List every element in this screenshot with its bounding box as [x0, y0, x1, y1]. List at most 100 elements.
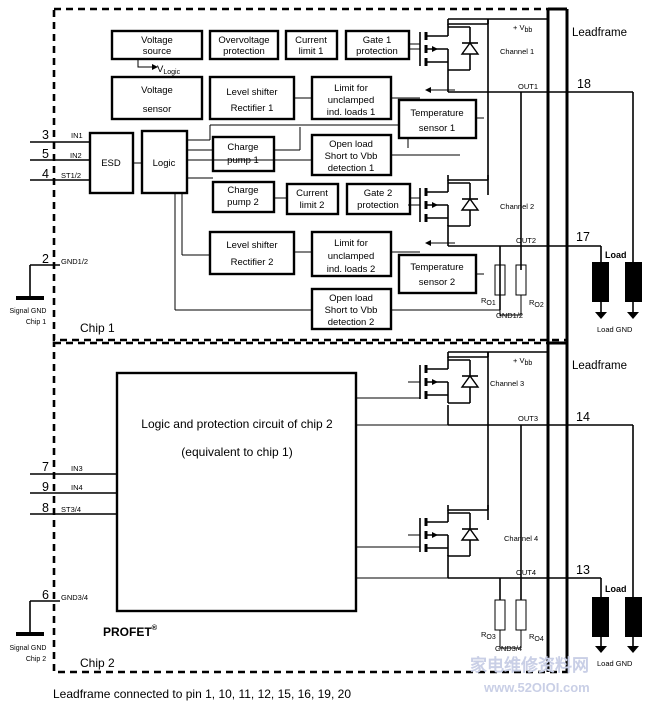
channel1-mosfet [408, 19, 489, 71]
svg-text:Temperature: Temperature [410, 262, 463, 273]
current-limit-1-block: Current limit 1 [284, 29, 339, 61]
svg-text:Gate 1: Gate 1 [363, 35, 392, 46]
ro3-label: RO3 [481, 630, 496, 641]
pin-6: 6 [42, 588, 49, 602]
svg-text:detection 2: detection 2 [328, 317, 374, 328]
gnd34-label: GND3/4 [495, 644, 522, 653]
resistor-ro3 [494, 599, 506, 631]
svg-text:detection 1: detection 1 [328, 163, 374, 174]
pin-st12-label: ST1/2 [61, 171, 81, 180]
svg-text:sensor: sensor [143, 104, 172, 115]
pin-in3-label: IN3 [71, 464, 83, 473]
pin-st34-label: ST3/4 [61, 505, 81, 514]
vbb-label-2: + Vbb [513, 356, 532, 367]
svg-text:sensor 2: sensor 2 [419, 277, 455, 288]
gnd12-label: GND1/2 [496, 311, 523, 320]
svg-text:Logic: Logic [153, 158, 176, 169]
signal-gnd-2-symbol [16, 632, 44, 636]
svg-text:ind. loads 1: ind. loads 1 [327, 107, 376, 118]
pin-3: 3 [42, 128, 49, 142]
svg-text:Level shifter: Level shifter [226, 87, 277, 98]
svg-text:Current: Current [295, 35, 327, 46]
svg-text:Rectifier 1: Rectifier 1 [231, 103, 274, 114]
svg-text:Load GND: Load GND [597, 325, 633, 334]
svg-text:Current: Current [296, 188, 328, 199]
svg-text:Voltage: Voltage [141, 85, 173, 96]
chip2-output-wiring [447, 405, 634, 605]
svg-text:Limit for: Limit for [334, 238, 368, 249]
svg-text:Load GND: Load GND [597, 659, 633, 668]
svg-text:Charge: Charge [227, 142, 258, 153]
out3-label: OUT3 [518, 414, 538, 423]
svg-text:Level shifter: Level shifter [226, 240, 277, 251]
pin-8: 8 [42, 501, 49, 515]
svg-text:ind. loads 2: ind. loads 2 [327, 264, 376, 275]
svg-text:Charge: Charge [227, 185, 258, 196]
profet-label: PROFET® [103, 623, 158, 639]
overvoltage-protection-block: Overvoltage protection [208, 29, 280, 61]
svg-text:Logic and protection circuit o: Logic and protection circuit of chip 2 [141, 417, 333, 431]
pin-in4-label: IN4 [71, 483, 83, 492]
resistor-ro4 [515, 599, 527, 631]
watermark-url: www.52OIOI.com [483, 680, 590, 695]
level-shifter-2-block: Level shifter Rectifier 2 [208, 230, 296, 276]
pin-5: 5 [42, 147, 49, 161]
esd-block: ESD [88, 131, 135, 195]
svg-text:Temperature: Temperature [410, 108, 463, 119]
limit-unclamped-1-block: Limit for unclamped ind. loads 1 [310, 75, 393, 121]
svg-text:Gate 2: Gate 2 [364, 188, 393, 199]
load-2: Load Load GND [592, 584, 642, 668]
pin-2: 2 [42, 252, 49, 266]
pin-14: 14 [576, 410, 590, 424]
svg-text:Voltage: Voltage [141, 35, 173, 46]
pin-gnd34-label: GND3/4 [61, 593, 88, 602]
svg-text:ESD: ESD [101, 158, 121, 169]
footer-note: Leadframe connected to pin 1, 10, 11, 12… [53, 687, 351, 701]
pin-17: 17 [576, 230, 590, 244]
gate2-protection-block: Gate 2 protection [345, 182, 412, 216]
leadframe-label-1: Leadframe [572, 27, 627, 39]
watermark-cn: 家电维修资料网 [470, 655, 589, 675]
svg-text:pump 2: pump 2 [227, 197, 259, 208]
svg-text:Short to Vbb: Short to Vbb [325, 151, 378, 162]
svg-text:sensor 1: sensor 1 [419, 123, 455, 134]
temperature-sensor-1-block: Temperature sensor 1 [397, 98, 478, 140]
current-limit-2-block: Current limit 2 [285, 182, 340, 216]
svg-text:(equivalent to chip 1): (equivalent to chip 1) [181, 445, 292, 459]
out1-label: OUT1 [518, 82, 538, 91]
channel2-mosfet [408, 175, 489, 227]
open-load-1-block: Open load Short to Vbb detection 1 [310, 133, 393, 177]
pin-4: 4 [42, 167, 49, 181]
ro2-label: RO2 [529, 298, 544, 309]
vlogic-label: VLogic [157, 64, 181, 76]
level-shifter-1-block: Level shifter Rectifier 1 [208, 75, 296, 121]
voltage-source-block: Voltage source [110, 29, 204, 61]
out4-label: OUT4 [516, 568, 536, 577]
svg-text:limit 2: limit 2 [300, 200, 325, 211]
open-load-2-block: Open load Short to Vbb detection 2 [310, 287, 393, 331]
temperature-sensor-2-block: Temperature sensor 2 [397, 253, 478, 295]
svg-text:unclamped: unclamped [328, 251, 374, 262]
gate1-protection-block: Gate 1 protection [344, 29, 411, 61]
logic-block: Logic [140, 129, 189, 195]
svg-text:Open load: Open load [329, 293, 373, 304]
pin-9: 9 [42, 480, 49, 494]
pin-18: 18 [577, 77, 591, 91]
leadframe-label-2: Leadframe [572, 360, 627, 372]
svg-text:Open load: Open load [329, 139, 373, 150]
svg-text:Rectifier 2: Rectifier 2 [231, 257, 274, 268]
svg-text:Short to Vbb: Short to Vbb [325, 305, 378, 316]
charge-pump-2-block: Charge pump 2 [211, 180, 276, 214]
svg-text:Load: Load [605, 584, 627, 594]
channel3-label: Channel 3 [490, 379, 524, 388]
load-1: Load Load GND [592, 250, 642, 334]
vbb-label-1: + Vbb [513, 23, 532, 34]
pin-in1-label: IN1 [71, 131, 83, 140]
chip1-label: Chip 1 [80, 321, 115, 335]
pin-in2-label: IN2 [70, 151, 82, 160]
svg-text:Overvoltage: Overvoltage [218, 35, 269, 46]
channel1-label: Channel 1 [500, 47, 534, 56]
ro1-label: RO1 [481, 296, 496, 307]
